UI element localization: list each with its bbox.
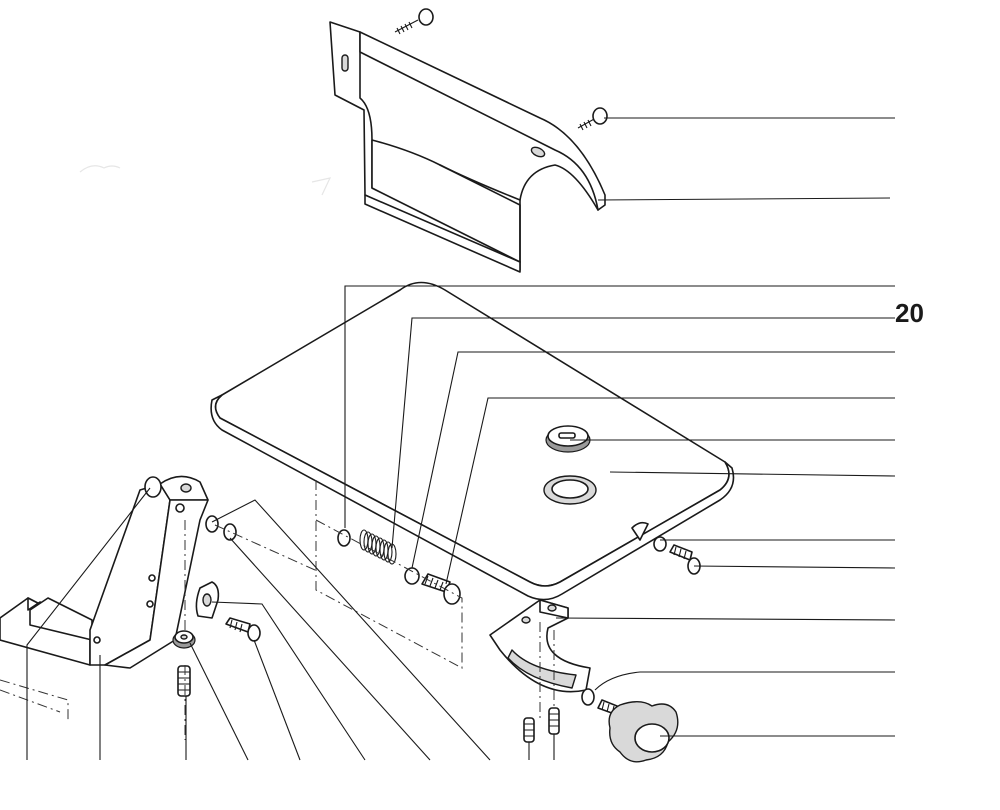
star-knob (597, 699, 679, 763)
screw-top-left (394, 8, 434, 35)
screw-top-right (577, 107, 608, 131)
callout-number-label: 20 (895, 298, 924, 328)
support-bracket-left (0, 475, 209, 669)
leader-lines (26, 117, 896, 761)
nut-and-setscrew (172, 630, 196, 697)
bolt-middle (225, 617, 261, 642)
clip-part (195, 581, 220, 619)
tilt-segment-bracket (489, 599, 595, 706)
table-plate (210, 281, 735, 601)
assembly-centerlines (0, 480, 555, 740)
screw-right-plate (653, 536, 701, 575)
blade-guard-bracket (329, 21, 606, 273)
faint-marks (79, 165, 332, 196)
